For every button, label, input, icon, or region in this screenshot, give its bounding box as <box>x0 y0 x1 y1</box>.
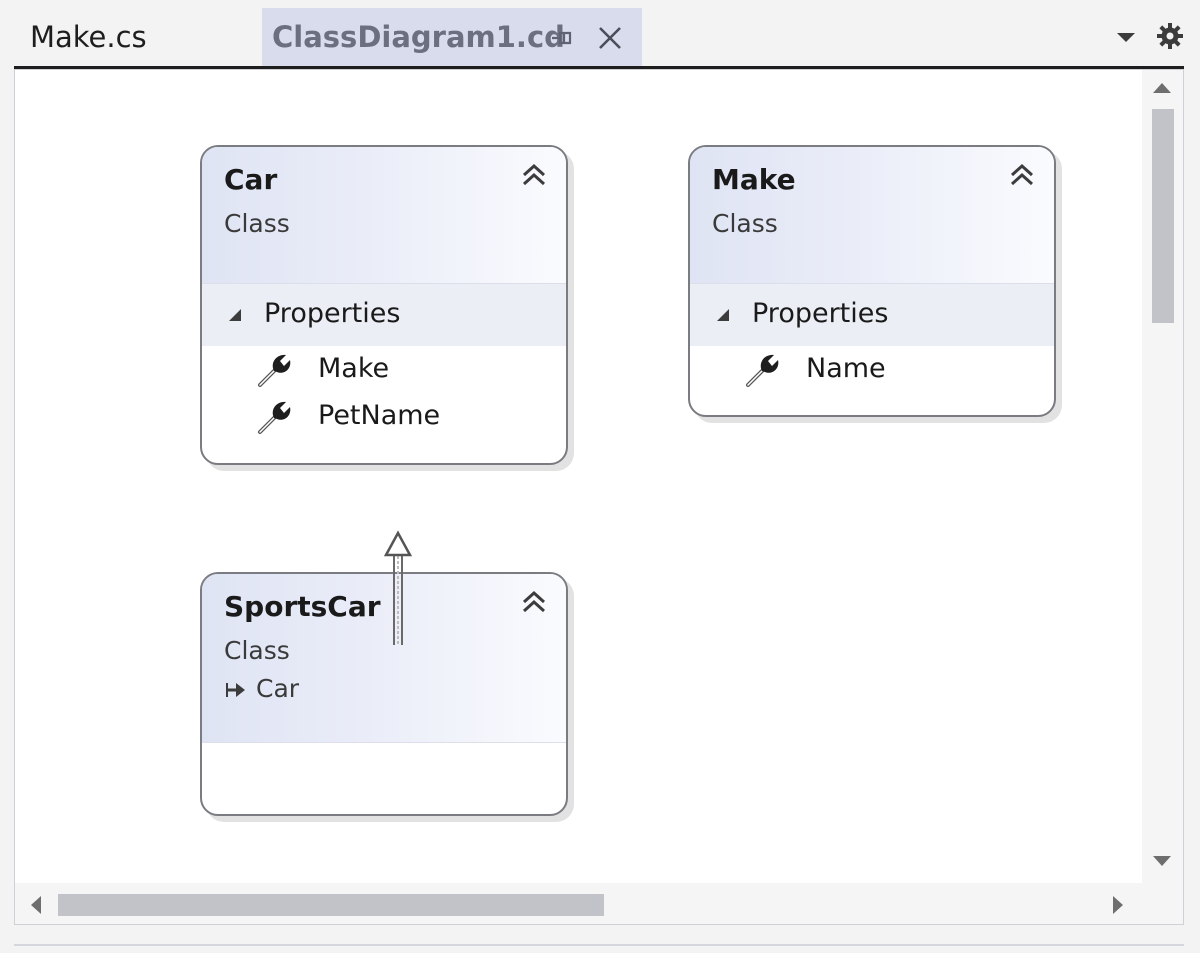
triangle-down-icon[interactable] <box>716 308 730 322</box>
scroll-right-arrow-icon[interactable] <box>1110 893 1126 917</box>
base-class-label: Car <box>256 674 300 703</box>
shape-header <box>202 574 566 742</box>
class-kind: Class <box>224 636 290 665</box>
scroll-down-arrow-icon[interactable] <box>1150 853 1174 869</box>
wrench-icon <box>258 401 291 434</box>
class-kind: Class <box>224 209 290 238</box>
vertical-scrollbar[interactable] <box>1142 69 1184 883</box>
compartment-label: Properties <box>264 298 401 329</box>
double-chevron-up-icon[interactable] <box>520 588 548 616</box>
shape-header <box>690 147 1054 283</box>
class-name: SportsCar <box>224 590 381 623</box>
diagram-canvas[interactable]: Car Class Properties Make PetNa <box>14 69 1142 883</box>
tab-make-cs[interactable]: Make.cs <box>14 8 260 66</box>
compartment-label: Properties <box>752 298 889 329</box>
tab-label: Make.cs <box>30 20 147 54</box>
shape-header <box>202 147 566 283</box>
class-name: Make <box>712 163 796 196</box>
status-bar <box>0 925 1200 953</box>
property-label: Make <box>318 353 390 384</box>
inherit-arrow-icon <box>226 683 245 697</box>
pin-icon[interactable] <box>550 27 576 49</box>
horizontal-scrollbar[interactable] <box>14 883 1184 925</box>
document-tab-strip: Make.cs ClassDiagram1.cd <box>0 0 1200 69</box>
property-row-make[interactable]: Make <box>202 347 566 393</box>
scroll-left-arrow-icon[interactable] <box>28 893 44 917</box>
scrollbar-thumb[interactable] <box>58 894 604 916</box>
properties-compartment[interactable]: Properties <box>690 283 1054 346</box>
property-row-petname[interactable]: PetName <box>202 394 566 440</box>
class-name: Car <box>224 163 278 196</box>
scrollbar-thumb[interactable] <box>1152 109 1174 323</box>
chevron-down-icon[interactable] <box>1115 30 1137 44</box>
divider <box>14 944 1184 946</box>
property-label: Name <box>806 353 886 384</box>
tab-class-diagram[interactable]: ClassDiagram1.cd <box>262 8 642 66</box>
close-icon[interactable] <box>596 24 624 52</box>
class-shape-sportscar[interactable]: SportsCar Class Car <box>200 572 568 816</box>
property-label: PetName <box>318 400 441 431</box>
shape-body-divider <box>202 742 566 743</box>
wrench-icon <box>746 354 779 387</box>
properties-compartment[interactable]: Properties <box>202 283 566 346</box>
inheritance-connector[interactable] <box>378 527 418 647</box>
class-shape-car[interactable]: Car Class Properties Make PetNa <box>200 145 568 465</box>
scroll-up-arrow-icon[interactable] <box>1150 80 1174 96</box>
double-chevron-up-icon[interactable] <box>520 161 548 189</box>
wrench-icon <box>258 354 291 387</box>
gear-icon[interactable] <box>1156 22 1184 50</box>
class-shape-make[interactable]: Make Class Properties Name <box>688 145 1056 417</box>
tab-label: ClassDiagram1.cd <box>272 20 565 54</box>
property-row-name[interactable]: Name <box>690 347 1054 393</box>
triangle-down-icon[interactable] <box>228 308 242 322</box>
double-chevron-up-icon[interactable] <box>1008 161 1036 189</box>
class-kind: Class <box>712 209 778 238</box>
tab-underline <box>14 66 1184 69</box>
